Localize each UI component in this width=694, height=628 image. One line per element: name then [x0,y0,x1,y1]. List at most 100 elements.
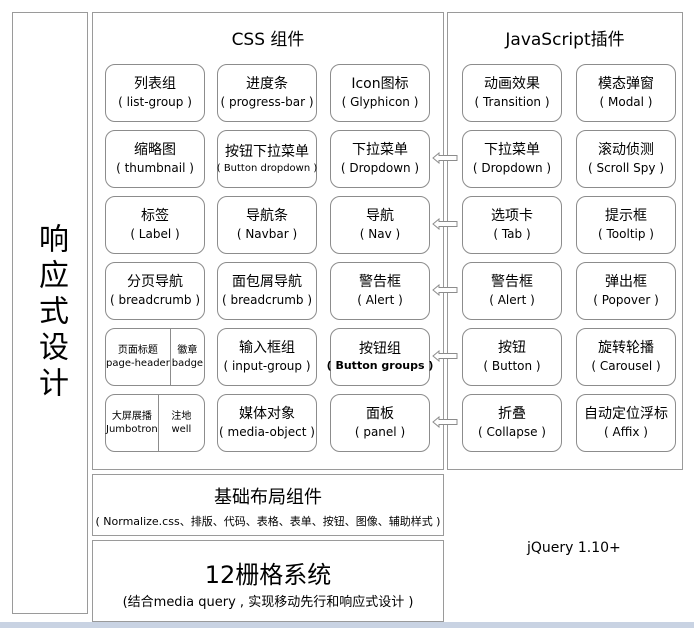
component-box: 折叠( Collapse ) [462,394,562,452]
component-english: ( Label ) [130,227,180,242]
responsive-design-label: 响应式设计 [12,12,88,614]
component-box: 导航 ( Nav ) [330,196,430,254]
component-english: ( Navbar ) [236,227,298,242]
component-name: 列表组 [134,76,176,93]
component-name: 缩略图 [134,142,176,159]
component-name: 模态弹窗 [598,76,654,93]
component-english: ( Carousel ) [591,359,661,374]
component-name: 分页导航 [127,274,183,291]
component-english: ( Tab ) [493,227,531,242]
component-half: 徽章 badge [169,329,204,385]
component-box: 弹出框 ( Popover ) [576,262,676,320]
component-box: 列表组 ( list-group ) [105,64,205,122]
component-box: 下拉菜单 ( Dropdown ) [330,130,430,188]
component-english: ( breadcrumb ) [221,293,313,308]
component-name: 面板 [366,406,394,423]
js-plugins-title: JavaScript插件 [505,30,625,50]
base-layout-panel: 基础布局组件 ( Normalize.css、排版、代码、表格、表单、按钮、图像… [92,474,444,536]
component-english: ( Glyphicon ) [341,95,419,110]
left-arrow-icon [432,152,458,164]
component-english: badge [171,358,204,369]
responsive-design-text: 响应式设计 [33,223,68,403]
component-name: 弹出框 [605,274,647,291]
base-layout-title: 基础布局组件 [214,487,322,508]
component-name: 动画效果 [484,76,540,93]
component-english: ( Collapse ) [478,425,546,440]
component-box: 按钮组( Button groups ) [327,328,433,386]
base-layout-subtitle: ( Normalize.css、排版、代码、表格、表单、按钮、图像、辅助样式 ) [95,515,441,528]
left-arrow-icon [432,416,458,428]
component-name: 导航条 [246,208,288,225]
component-box: 分页导航 ( breadcrumb ) [105,262,205,320]
left-arrow-icon [432,284,458,296]
component-box: 输入框组 ( input-group ) [217,328,317,386]
component-english: ( panel ) [354,425,406,440]
component-box: 标签 ( Label ) [105,196,205,254]
css-components-title: CSS 组件 [231,30,305,50]
component-name: 按钮下拉菜单 [225,143,309,160]
js-plugins-panel: JavaScript插件 动画效果( Transition ) 下拉菜单 ( Dro… [447,12,683,470]
css-components-panel: CSS 组件 列表组 ( list-group ) 缩略图 ( thumbnail )… [92,12,444,470]
component-name: 导航 [366,208,394,225]
component-english: ( Button dropdown ) [216,162,318,174]
component-english: ( Affix ) [604,425,648,440]
component-name: 徽章 [177,345,198,356]
component-box: Icon图标( Glyphicon ) [330,64,430,122]
component-box: 提示框 ( Tooltip ) [576,196,676,254]
component-name: 注地 [171,411,192,422]
component-english: ( Button groups ) [326,359,434,373]
left-arrow-icon [432,350,458,362]
component-name: 面包屑导航 [232,274,302,291]
component-english: ( Modal ) [599,95,653,110]
component-english: ( thumbnail ) [116,161,194,176]
component-name: 自动定位浮标 [584,406,668,423]
component-name: 输入框组 [239,340,295,357]
component-english: ( Popover ) [593,293,659,308]
component-box: 警告框( Alert ) [462,262,562,320]
component-english: ( Nav ) [359,227,401,242]
component-name: 警告框 [359,274,401,291]
component-english: ( Scroll Spy ) [587,161,665,176]
component-box: 按钮 ( Button ) [462,328,562,386]
component-english: ( Dropdown ) [340,161,420,176]
component-name: 按钮 [498,340,526,357]
component-box: 进度条 ( progress-bar ) [217,64,317,122]
component-name: 媒体对象 [239,406,295,423]
component-name: 提示框 [605,208,647,225]
bottom-strip [0,622,694,628]
component-english: ( Tooltip ) [598,227,654,242]
component-name: 大屏展播 [111,411,152,422]
component-name: 下拉菜单 [484,142,540,159]
component-box: 动画效果( Transition ) [462,64,562,122]
jquery-version-label: jQuery 1.10+ [527,540,621,556]
component-box: 缩略图 ( thumbnail ) [105,130,205,188]
component-name: 警告框 [491,274,533,291]
left-arrow-icon [432,218,458,230]
component-box: 导航条 ( Navbar ) [217,196,317,254]
component-box: 警告框( Alert ) [330,262,430,320]
component-box: 滚动侦测 ( Scroll Spy ) [576,130,676,188]
component-name: 按钮组 [359,341,401,358]
component-english: ( media-object ) [219,425,315,440]
component-box: 旋转轮播 ( Carousel ) [576,328,676,386]
component-name: 下拉菜单 [352,142,408,159]
component-english: ( breadcrumb ) [109,293,201,308]
component-english: ( Dropdown ) [472,161,552,176]
component-english: ( progress-bar ) [220,95,314,110]
grid-system-subtitle: (结合media query , 实现移动先行和响应式设计 ) [122,595,414,610]
component-english: ( Button ) [483,359,541,374]
component-name: 滚动侦测 [598,142,654,159]
component-name: 进度条 [246,76,288,93]
component-name: 标签 [141,208,169,225]
component-english: ( input-group ) [223,359,311,374]
component-box: 模态弹窗 ( Modal ) [576,64,676,122]
component-english: ( list-group ) [118,95,192,110]
component-box: 下拉菜单 ( Dropdown ) [462,130,562,188]
component-name: 旋转轮播 [598,340,654,357]
grid-system-title: 12栅格系统 [204,561,332,589]
